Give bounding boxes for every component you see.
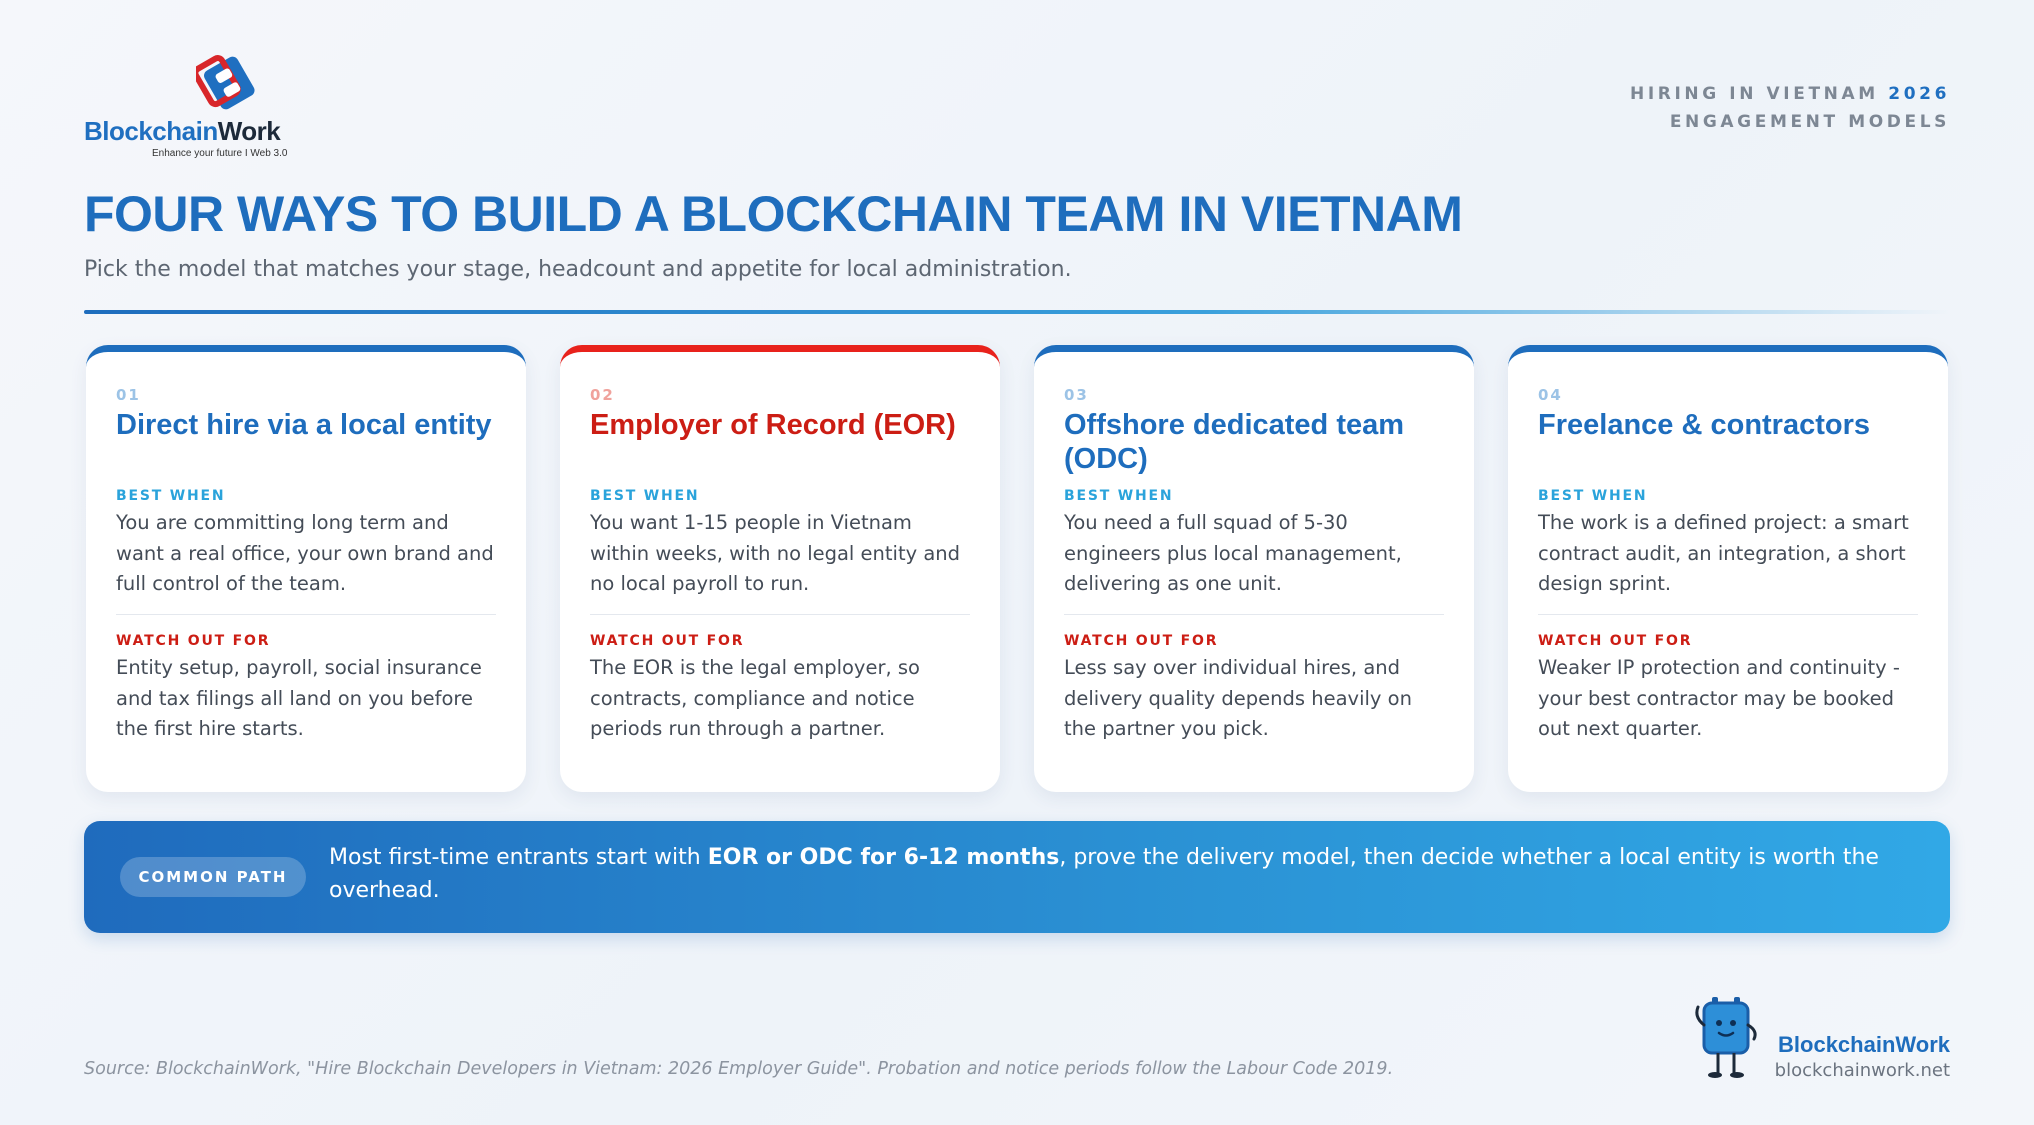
best-when-text: The work is a defined project: a smart c… [1538,511,1909,595]
common-path-text: Most first-time entrants start with EOR … [329,845,1879,903]
header-line-1: HIRING IN VIETNAM 2026 [1630,84,1950,104]
common-path-banner: COMMON PATH Most first-time entrants sta… [84,821,1950,933]
source-note: Source: BlockchainWork, "Hire Blockchain… [84,1059,1394,1079]
card-number: 03 [1064,386,1089,404]
card-divider [1064,614,1444,615]
model-card-direct-hire: 01 Direct hire via a local entity BEST W… [86,345,526,792]
card-title: Freelance & contractors [1538,409,1871,441]
logo-b-icon [196,55,255,110]
watch-out-text: Less say over individual hires, and deli… [1064,656,1412,740]
logo-wordmark: BlockchainWork [84,116,281,146]
watch-out-label: WATCH OUT FOR [590,633,745,649]
card-number: 04 [1538,386,1563,404]
page-subtitle: Pick the model that matches your stage, … [84,257,1072,282]
card-title: Employer of Record (EOR) [590,409,956,441]
model-card-odc: 03 Offshore dedicated team (ODC) BEST WH… [1034,345,1474,792]
page-title: FOUR WAYS TO BUILD A BLOCKCHAIN TEAM IN … [84,186,1463,242]
card-divider [116,614,496,615]
card-divider [590,614,970,615]
card-title: Offshore dedicated team (ODC) [1064,409,1405,475]
card-title: Direct hire via a local entity [116,409,492,441]
card-number: 02 [590,386,615,404]
best-when-text: You need a full squad of 5-30 engineers … [1064,511,1402,595]
watch-out-label: WATCH OUT FOR [1064,633,1219,649]
watch-out-label: WATCH OUT FOR [116,633,271,649]
title-divider [84,310,1950,314]
best-when-label: BEST WHEN [116,488,226,504]
common-path-badge: COMMON PATH [120,857,306,897]
header-line-2: ENGAGEMENT MODELS [1669,112,1950,132]
watch-out-text: Weaker IP protection and continuity - yo… [1538,656,1900,740]
footer-url-link[interactable]: blockchainwork.net [1774,1060,1950,1081]
mascot-icon [1695,997,1757,1078]
watch-out-text: The EOR is the legal employer, so contra… [590,656,920,740]
watch-out-text: Entity setup, payroll, social insurance … [116,656,482,740]
common-path-highlight: EOR or ODC for 6-12 months [707,845,1060,870]
logo-tagline: Enhance your future I Web 3.0 [152,148,288,159]
watch-out-label: WATCH OUT FOR [1538,633,1693,649]
best-when-label: BEST WHEN [590,488,700,504]
card-divider [1538,614,1918,615]
blockchainwork-logo[interactable]: BlockchainWork Enhance your future I Web… [84,50,294,162]
footer-brand[interactable]: BlockchainWork blockchainwork.net [1775,1032,1950,1084]
best-when-text: You are committing long term and want a … [116,511,494,595]
model-card-eor: 02 Employer of Record (EOR) BEST WHEN Yo… [560,345,1000,792]
footer-brand-name: BlockchainWork [1778,1032,1950,1057]
header-label: HIRING IN VIETNAM 2026 ENGAGEMENT MODELS [1630,80,1950,136]
best-when-label: BEST WHEN [1538,488,1648,504]
best-when-label: BEST WHEN [1064,488,1174,504]
header-year: 2026 [1888,84,1950,104]
model-card-freelance: 04 Freelance & contractors BEST WHEN The… [1508,345,1948,792]
best-when-text: You want 1-15 people in Vietnam within w… [590,511,961,595]
card-number: 01 [116,386,141,404]
